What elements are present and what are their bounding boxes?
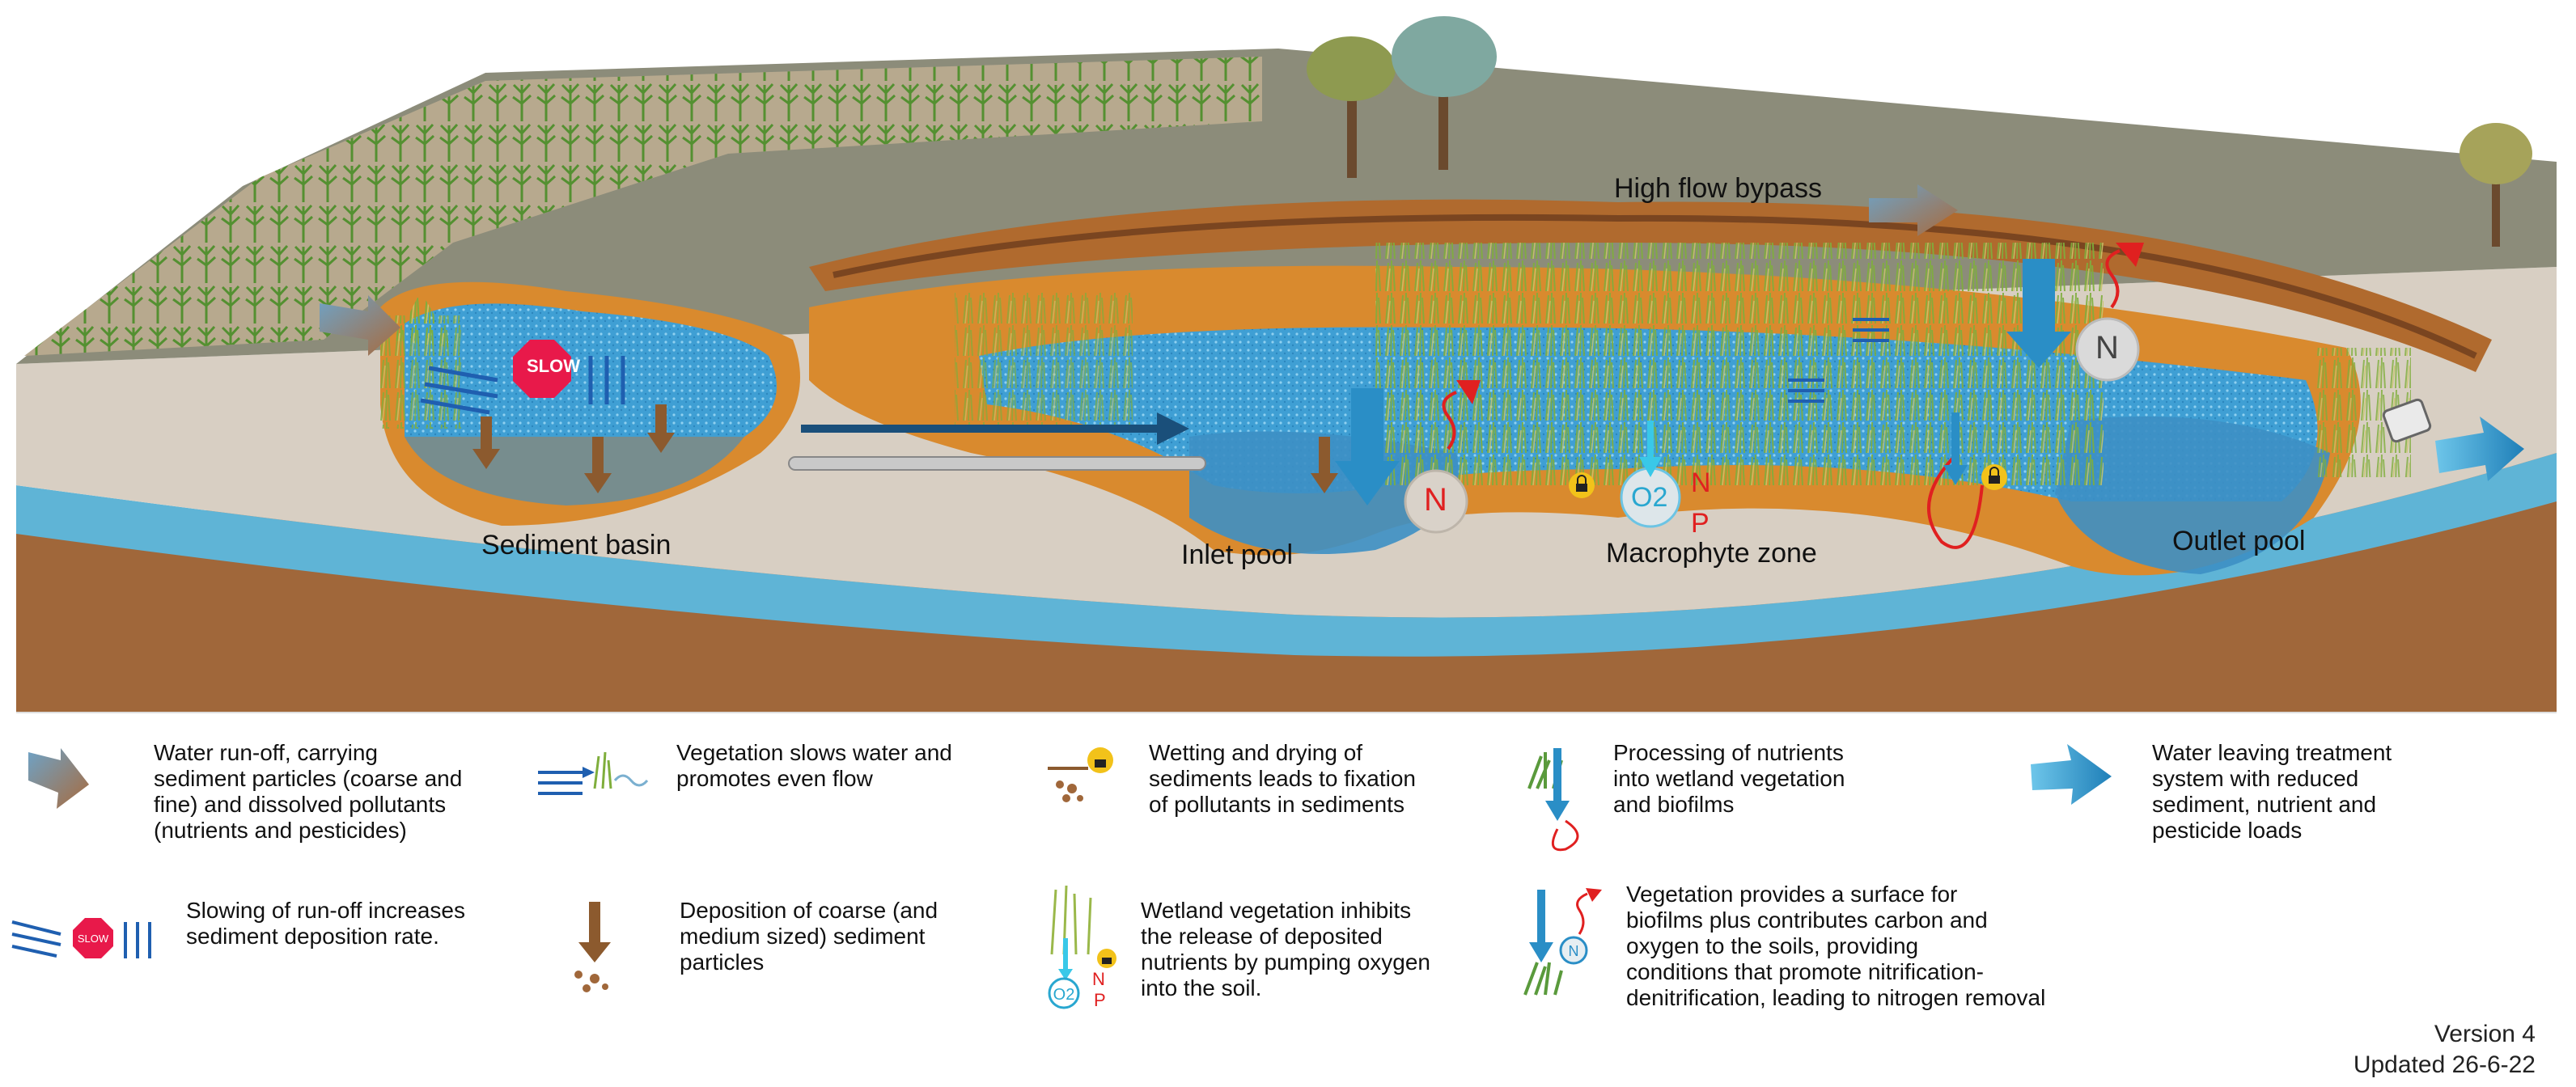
legend-item-oxygen: O2 N P Wetland vegetation inhibits the r… [1044, 882, 1448, 1011]
legend-text-oxygen: Wetland vegetation inhibits the release … [1141, 898, 1430, 1000]
legend-text-slow: Slowing of run-off increases sediment de… [186, 898, 465, 949]
runoff-arrow-icon [28, 748, 89, 809]
phosphorus-label-macrophyte: P [1691, 508, 1710, 539]
processing-arrow [1943, 412, 1968, 485]
nitrogen-biofilm-text: N [1569, 943, 1579, 959]
legend-divider [16, 712, 2557, 713]
slow-sign-icon-text: SLOW [78, 933, 109, 945]
legend-item-outflow: Water leaving treatment system with redu… [2023, 740, 2419, 844]
denitrification-squiggle-inlet [1442, 391, 1457, 450]
even-flow-arrows [1788, 318, 1889, 403]
biofilm-loop [1927, 451, 1984, 549]
legend-text-runoff: Water run-off, carrying sediment particl… [154, 740, 463, 843]
sediment-lock-icon [1048, 747, 1113, 802]
tree-3 [2459, 123, 2532, 247]
label-outlet-pool: Outlet pool [2172, 526, 2306, 556]
biofilm-icon: N [1523, 888, 1602, 996]
legend-text-outflow: Water leaving treatment system with redu… [2152, 740, 2392, 843]
nitrogen-icon-text: N [1092, 969, 1105, 989]
deposition-arrow-icon [574, 902, 611, 992]
outflow-arrow [2435, 417, 2524, 481]
oxygen-label: O2 [1631, 482, 1668, 513]
lock-icon-outlet [1981, 464, 2007, 490]
legend-text-vegetation-flow: Vegetation slows water and promotes even… [676, 740, 952, 791]
legend-text-deposition: Deposition of coarse (and medium sized) … [680, 898, 938, 975]
wetland-diagram [16, 16, 2557, 712]
legend-item-runoff: Water run-off, carrying sediment particl… [24, 740, 494, 844]
nitrogen-label-outlet: N [2095, 330, 2119, 366]
nutrient-uptake-arrow-outlet [2006, 259, 2071, 368]
legend-item-slow: SLOW Slowing of run-off increases sedime… [8, 898, 526, 971]
legend-item-vegetation-flow: Vegetation slows water and promotes even… [534, 740, 968, 813]
label-sediment-basin: Sediment basin [481, 530, 672, 560]
legend-item-deposition: Deposition of coarse (and medium sized) … [566, 898, 947, 995]
label-high-flow-bypass: High flow bypass [1614, 173, 1823, 204]
legend-text-nutrient-processing: Processing of nutrients into wetland veg… [1613, 740, 1845, 817]
tree-2 [1392, 16, 1497, 170]
vegetation-flow-icon [538, 751, 649, 795]
slow-sign-text: SLOW [527, 356, 580, 376]
outlet-pool-deep [2055, 417, 2330, 574]
denitrification-squiggle-outlet [2105, 249, 2121, 309]
outlet-structure [2382, 398, 2432, 443]
label-macrophyte-zone: Macrophyte zone [1606, 538, 1817, 569]
slow-sign-icon: SLOW [11, 918, 151, 958]
oxygen-icon-text: O2 [1053, 986, 1075, 1004]
phosphorus-icon-text: P [1094, 990, 1106, 1010]
version-number: Version 4 [2434, 1021, 2536, 1047]
nitrogen-bubble-outlet [2075, 317, 2140, 382]
outflow-arrow-icon [2031, 744, 2112, 805]
version-date: Updated 26-6-22 [2353, 1051, 2536, 1078]
groundwater-band [16, 453, 2557, 657]
legend-item-biofilm: N Vegetation provides a surface for biof… [1513, 882, 2063, 1011]
nitrogen-bubble-inlet [1404, 469, 1468, 534]
nitrogen-label-inlet: N [1424, 482, 1447, 518]
macrophyte-vegetation [1375, 243, 2104, 485]
legend-item-nutrient-processing: Processing of nutrients into wetland veg… [1521, 740, 1880, 853]
nitrogen-label-macrophyte: N [1691, 467, 1711, 498]
slow-sign [513, 340, 571, 398]
lock-icon-inlet [1569, 472, 1595, 498]
oxygen-root-icon: O2 N P [1048, 885, 1116, 1010]
legend-item-sediment-lock: Wetting and drying of sediments leads to… [1044, 740, 1456, 818]
version-block: Version 4 Updated 26-6-22 [2354, 1019, 2536, 1081]
nutrient-processing-icon [1527, 748, 1579, 852]
runoff-arrow [320, 295, 400, 356]
legend-text-sediment-lock: Wetting and drying of sediments leads to… [1149, 740, 1416, 817]
tree-1 [1307, 36, 1396, 178]
deposition-arrows [472, 404, 1338, 493]
label-inlet-pool: Inlet pool [1181, 539, 1293, 570]
slowing-arrows [420, 356, 625, 415]
bypass-arrow [1869, 184, 1958, 236]
nutrient-uptake-arrow-inlet [1335, 388, 1400, 505]
connecting-pipe [788, 456, 1206, 471]
legend-text-biofilm: Vegetation provides a surface for biofil… [1626, 882, 2046, 1010]
oxygen-arrow [1639, 421, 1662, 477]
